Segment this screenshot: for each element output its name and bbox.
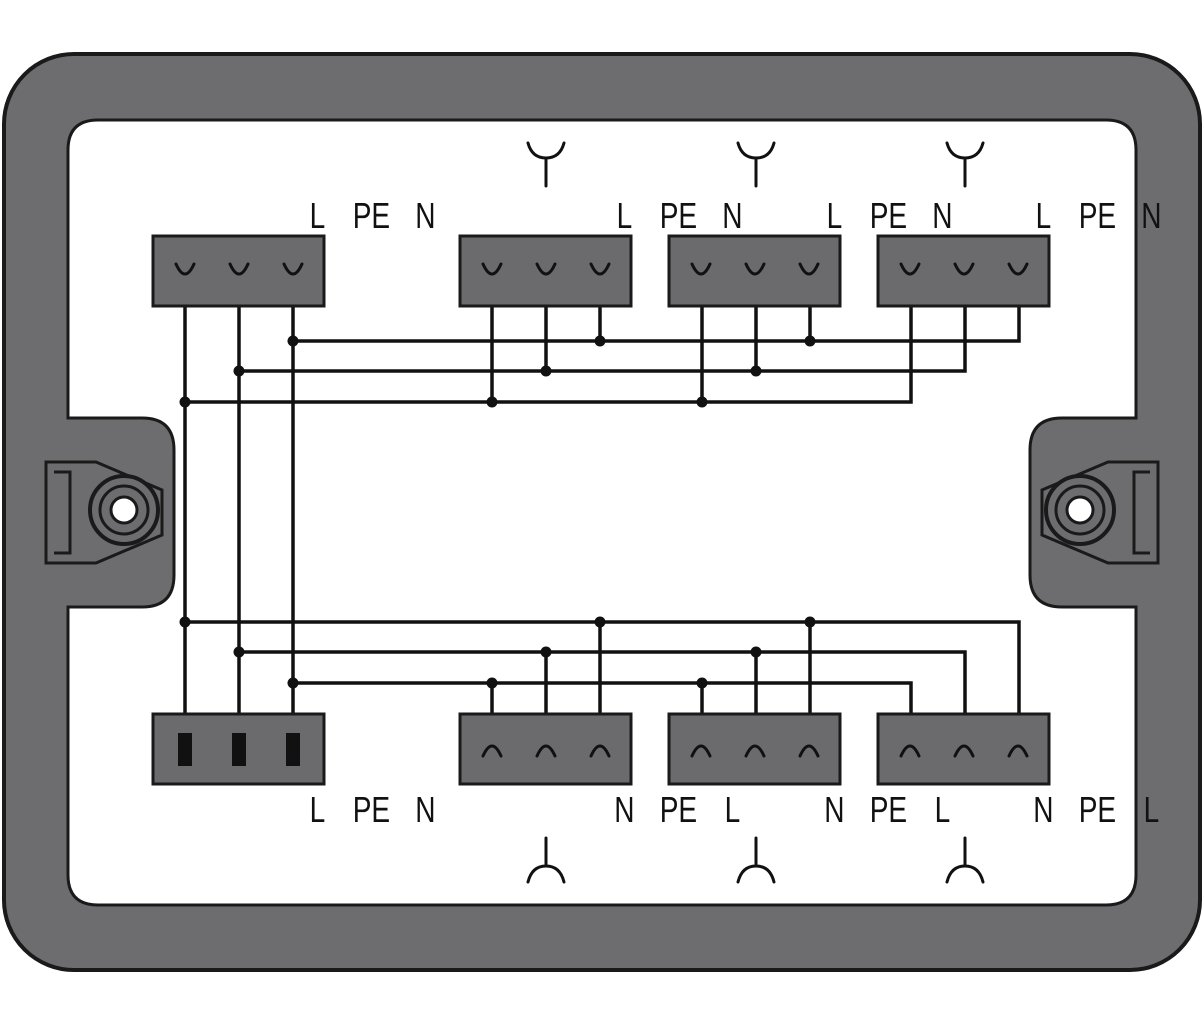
socket-contact-icon [481, 262, 503, 276]
junction-dot [750, 365, 762, 377]
junction-dot [540, 646, 552, 658]
junction-dot [486, 677, 498, 689]
bottom-output-1-label-1: N [614, 790, 634, 830]
female-connector-icon [526, 141, 566, 188]
wire-top-l-bus [185, 285, 913, 404]
junction-dot [804, 616, 816, 628]
junction-dot [486, 396, 498, 408]
junction-dot [287, 335, 299, 347]
female-connector-icon [736, 141, 776, 188]
socket-contact-icon [589, 744, 611, 758]
pin-contact-icon [286, 733, 300, 766]
inner-panel [66, 118, 1138, 907]
junction-dot [696, 396, 708, 408]
top-input-label-1: L [310, 196, 326, 236]
top-output-2-label-1: L [827, 196, 843, 236]
socket-contact-icon [535, 262, 557, 276]
bottom-output-1-label-3: L [725, 790, 741, 830]
terminal-blocks [151, 234, 1051, 786]
socket-contact-icon [589, 262, 611, 276]
top-input-label-2: PE [353, 196, 390, 236]
left-mount [44, 460, 164, 565]
bottom-output-block-1 [458, 712, 633, 786]
junction-dot [179, 396, 191, 408]
pin-contact-icon [232, 733, 246, 766]
wire-top-pe-bus [239, 285, 967, 373]
bottom-output-3-label-2: PE [1079, 790, 1116, 830]
top-output-3-label-2: PE [1079, 196, 1116, 236]
wire-bottom-l-bus [185, 620, 1021, 740]
terminal-labels: L PE N L PE N L PE N L PE N L PE N N PE … [310, 196, 1162, 830]
bottom-output-2-label-3: L [935, 790, 951, 830]
socket-contact-icon [953, 744, 975, 758]
socket-contact-icon [798, 262, 820, 276]
socket-contact-icon [174, 262, 196, 276]
bottom-output-1-label-2: PE [660, 790, 697, 830]
junction-dot [179, 616, 191, 628]
bottom-input-label-1: L [310, 790, 326, 830]
mounting-hole-icon [88, 474, 160, 546]
wire-bottom-pe-bus [239, 650, 967, 740]
male-connector-icon [945, 836, 985, 884]
bottom-input-label-2: PE [353, 790, 390, 830]
top-output-3-label-3: N [1141, 196, 1161, 236]
socket-contact-icon [899, 262, 921, 276]
junction-dot [804, 335, 816, 347]
socket-contact-icon [953, 262, 975, 276]
socket-contact-icon [744, 744, 766, 758]
junction-dot [750, 646, 762, 658]
socket-contact-icon [1007, 744, 1029, 758]
top-input-label-3: N [415, 196, 435, 236]
top-output-2-label-3: N [932, 196, 952, 236]
junction-dot [594, 335, 606, 347]
right-mount [1040, 460, 1160, 565]
male-connector-icon [736, 836, 776, 884]
bottom-input-label-3: N [415, 790, 435, 830]
socket-contact-icon [282, 262, 304, 276]
junction-dot [540, 365, 552, 377]
socket-contact-icon [798, 744, 820, 758]
mounting-hole-icon [1044, 474, 1116, 546]
junction-dot [594, 616, 606, 628]
top-output-3-label-1: L [1036, 196, 1052, 236]
socket-contact-icon [481, 744, 503, 758]
wiring [179, 285, 1021, 740]
top-output-1-label-3: N [722, 196, 742, 236]
bottom-output-3-label-1: N [1033, 790, 1053, 830]
junction-dot [696, 677, 708, 689]
pin-contact-icon [178, 733, 192, 766]
socket-contact-icon [228, 262, 250, 276]
socket-contact-icon [690, 262, 712, 276]
bottom-output-2-label-1: N [824, 790, 844, 830]
female-connector-icon [945, 141, 985, 188]
bottom-output-2-label-2: PE [870, 790, 907, 830]
socket-contact-icon [1007, 262, 1029, 276]
top-output-1-label-1: L [617, 196, 633, 236]
junction-dot [287, 677, 299, 689]
socket-contact-icon [899, 744, 921, 758]
socket-contact-icon [690, 744, 712, 758]
top-output-2-label-2: PE [870, 196, 907, 236]
connector-symbols [526, 141, 985, 884]
socket-contact-icon [744, 262, 766, 276]
bottom-output-3-label-3: L [1144, 790, 1160, 830]
male-connector-icon [526, 836, 566, 884]
top-output-1-label-2: PE [660, 196, 697, 236]
junction-dot [233, 646, 245, 658]
socket-contact-icon [535, 744, 557, 758]
junction-dot [233, 365, 245, 377]
